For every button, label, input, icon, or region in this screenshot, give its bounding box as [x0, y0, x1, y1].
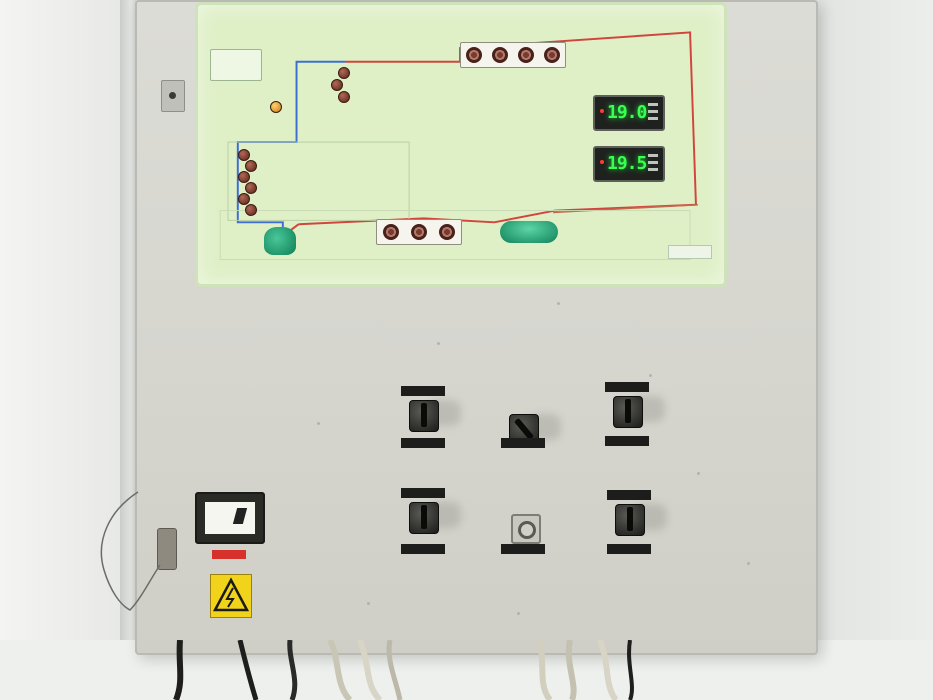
thermostat-led	[600, 160, 604, 164]
status-lamp-amber	[270, 101, 282, 113]
alarm-lamp	[238, 171, 250, 183]
switch-knob[interactable]	[421, 403, 427, 427]
switch-tag-top	[607, 490, 651, 500]
compressor-symbol	[264, 227, 296, 255]
switch-knob[interactable]	[421, 505, 427, 529]
meter-face	[205, 502, 255, 534]
switch-body[interactable]	[409, 400, 439, 432]
alarm-lamp	[245, 204, 257, 216]
selector-switch-top-middle[interactable]	[501, 400, 561, 468]
selector-switch-top-right[interactable]	[605, 382, 665, 450]
diagram-frame	[219, 210, 691, 261]
fan-icon	[383, 224, 399, 240]
manufacturer-logo	[210, 49, 262, 81]
meter-tag	[212, 550, 246, 559]
alarm-lamp	[338, 67, 350, 79]
dirt-speck	[437, 342, 440, 345]
thermostat-lower-value: 19.5	[607, 153, 647, 174]
switch-tag-bottom	[401, 438, 445, 448]
thermostat-lower[interactable]: 19.5	[593, 146, 665, 182]
switch-knob[interactable]	[513, 417, 535, 441]
fan-icon	[411, 224, 427, 240]
hazard-symbol	[212, 577, 250, 612]
dirt-speck	[557, 302, 560, 305]
cabinet-lock-icon[interactable]	[161, 80, 185, 112]
thermostat-buttons[interactable]	[648, 103, 658, 123]
cable-gland	[157, 528, 177, 570]
alarm-lamp	[238, 193, 250, 205]
dirt-speck	[317, 422, 320, 425]
pushbutton-body[interactable]	[511, 514, 541, 544]
dirt-speck	[649, 374, 652, 377]
switch-tag-bottom	[605, 436, 649, 446]
switch-body[interactable]	[613, 396, 643, 428]
fan-icon	[544, 47, 560, 63]
control-cabinet: 19.0 19.5	[135, 0, 818, 655]
switch-tag-top	[605, 382, 649, 392]
dirt-speck	[517, 612, 520, 615]
switch-tag-bottom	[607, 544, 651, 554]
loose-wire	[100, 491, 161, 611]
switch-knob[interactable]	[627, 507, 633, 531]
fan-icon	[439, 224, 455, 240]
high-voltage-warning-icon	[210, 574, 252, 618]
liquid-line	[552, 203, 698, 214]
selector-switch-bottom-left[interactable]	[401, 488, 461, 556]
switch-tag-bottom	[401, 544, 445, 554]
switch-tag-bottom	[501, 544, 545, 554]
fan-icon	[466, 47, 482, 63]
dirt-speck	[747, 562, 750, 565]
dirt-speck	[697, 472, 700, 475]
alarm-lamp	[331, 79, 343, 91]
bottom-cable-bundle	[173, 640, 634, 700]
thermostat-led	[600, 109, 604, 113]
thermostat-upper[interactable]: 19.0	[593, 95, 665, 131]
liquid-receiver-symbol	[500, 221, 558, 243]
alarm-lamp	[245, 160, 257, 172]
pushbutton-bottom-middle[interactable]	[501, 500, 545, 568]
switch-tag-top	[401, 488, 445, 498]
fan-icon	[518, 47, 534, 63]
selector-switch-top-left[interactable]	[401, 386, 461, 454]
selector-switch-bottom-right[interactable]	[607, 490, 667, 558]
switch-knob[interactable]	[625, 399, 631, 423]
thermostat-upper-value: 19.0	[607, 102, 647, 123]
switch-tag-top	[401, 386, 445, 396]
diagram-frame	[227, 141, 410, 221]
condenser-fans	[376, 219, 462, 245]
mimic-diagram-panel: 19.0 19.5	[195, 2, 727, 287]
dirt-speck	[367, 602, 370, 605]
switch-body[interactable]	[615, 504, 645, 536]
evaporator-fans	[460, 42, 566, 68]
alarm-lamp	[238, 149, 250, 161]
analog-meter	[195, 492, 265, 544]
alarm-lamp	[245, 182, 257, 194]
serial-sticker	[668, 245, 712, 259]
alarm-lamp	[338, 91, 350, 103]
switch-body[interactable]	[409, 502, 439, 534]
thermostat-buttons[interactable]	[648, 154, 658, 174]
fan-icon	[492, 47, 508, 63]
pushbutton-ring[interactable]	[518, 521, 536, 539]
switch-tag-bottom	[501, 438, 545, 448]
